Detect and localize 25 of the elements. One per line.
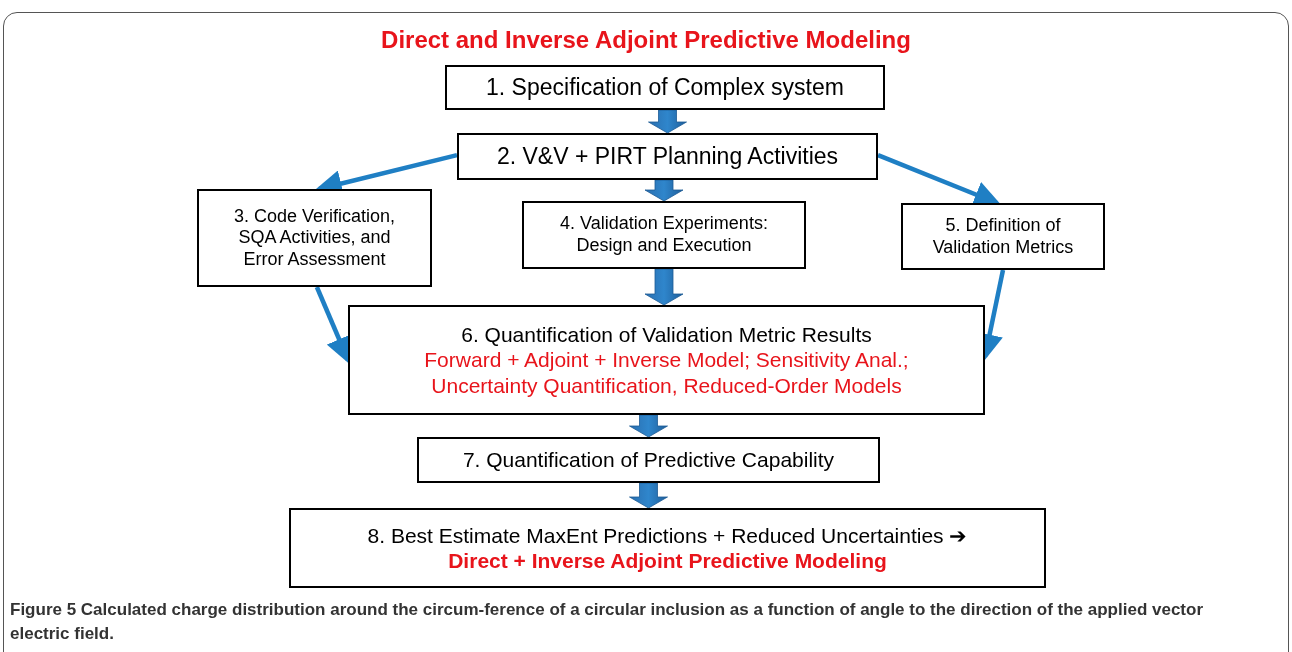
box-text: Forward + Adjoint + Inverse Model; Sensitivity Anal.; Uncertainty Quantification, Reduced-Order Models [423,347,910,398]
process-box [417,437,880,483]
figure-caption: Figure 5 Calculated charge distribution around the circum-ference of a circular inclusion as a function of angle to the direction of the applied vector electric field. [10,599,1205,645]
block-arrow [629,414,668,438]
process-box [197,189,432,287]
block-arrow [629,482,668,509]
process-box [457,133,878,180]
process-box [289,508,1046,588]
box-text: 1. Specification of Complex system [486,73,844,102]
process-box [445,65,885,110]
box-text: Direct + Inverse Adjoint Predictive Modeling [448,548,887,574]
box-text: 6. Quantification of Validation Metric Results [461,322,872,348]
diagram-title: Direct and Inverse Adjoint Predictive Modeling [380,26,912,54]
box-text: 5. Definition of Validation Metrics [931,214,1075,259]
box-text: 8. Best Estimate MaxEnt Predictions + Reduced Uncertainties ➔ [367,522,968,548]
block-arrow [648,109,687,134]
block-arrow [644,268,684,306]
box-text: 4. Validation Experiments: Design and Execution [559,213,769,257]
box-text: 7. Quantification of Predictive Capability [462,447,835,473]
process-box [348,305,985,415]
box-text: 2. V&V + PIRT Planning Activities [496,142,839,171]
block-arrow [644,179,684,202]
process-box [522,201,806,269]
box-text: 3. Code Verification, SQA Activities, and Error Assessment [232,205,397,271]
process-box [901,203,1105,270]
